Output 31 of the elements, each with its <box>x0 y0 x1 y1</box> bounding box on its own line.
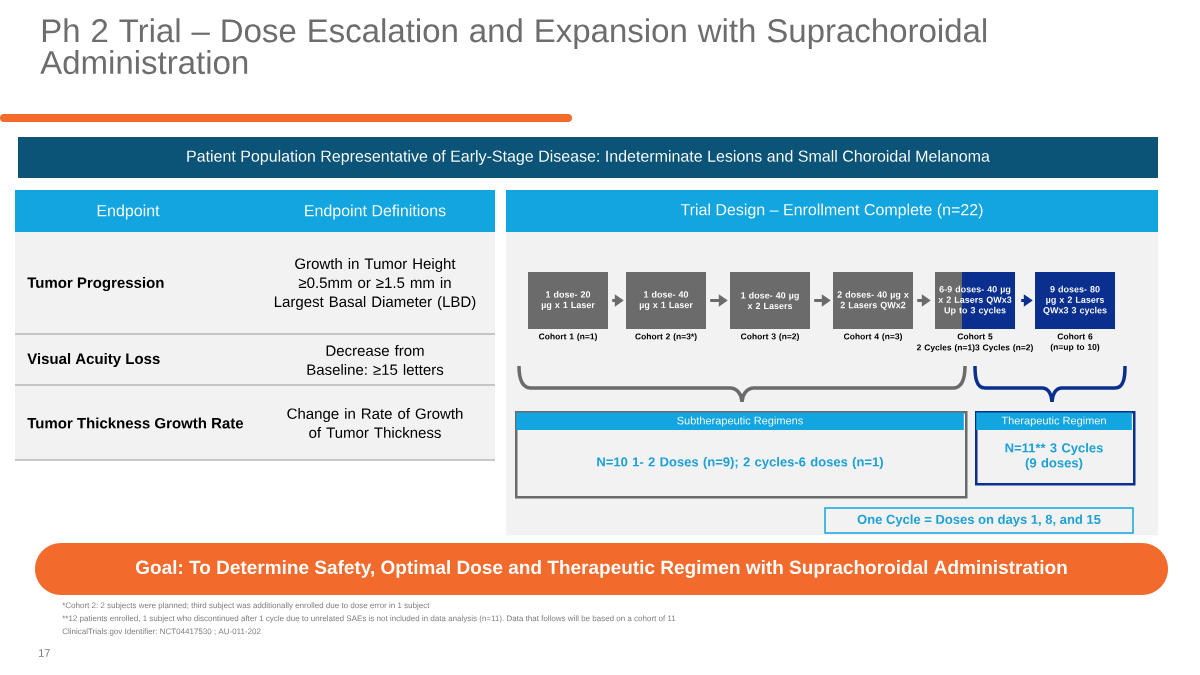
cohort-box: 1 dose- 20 µg x 1 Laser <box>528 272 608 329</box>
cohort-label: Cohort 5 <box>957 333 993 340</box>
cohort-box: 1 dose- 40 µg x 1 Laser <box>626 272 706 329</box>
slide-title: Ph 2 Trial – Dose Escalation and Expansion with Suprachoroidal Administration <box>40 18 986 75</box>
row-label: Tumor Thickness Growth Rate <box>27 417 244 429</box>
banner: Patient Population Representative of Early-Stage Disease: Indeterminate Lesions and Small Choroidal Melanoma <box>18 137 1158 178</box>
regimen-box: Subtherapeutic Regimens N=10 1- 2 Doses (n=9); 2 cycles-6 doses (n=1) <box>515 411 968 499</box>
label: Endpoint <box>97 204 160 220</box>
cohort-label: Cohort 1 (n=1) <box>538 333 597 342</box>
label: Endpoint Definitions <box>305 204 446 220</box>
page-number: 17 <box>39 649 50 657</box>
cohort-box: 1 dose- 40 µg x 2 Lasers <box>730 272 810 329</box>
cohort-box: 6-9 doses- 40 µg x 2 Lasers QWx3 Up to 3 cycles <box>935 272 1015 329</box>
definition-text: Growth in Tumor Height ≥0.5mm or ≥1.5 mm in Largest Basal Diameter (LBD) <box>274 258 476 310</box>
cohort-box: 9 doses- 80 µg x 2 Lasers QWx3 3 cycles <box>1035 272 1115 329</box>
row-label: Tumor Progression <box>27 277 164 292</box>
definition-text: Change in Rate of Growth of Tumor Thickness <box>287 408 463 438</box>
goal-banner: Goal: To Determine Safety, Optimal Dose and Therapeutic Regimen with Suprachoroidal Administration <box>35 543 1168 595</box>
regimen-box: Therapeutic Regimen N=11** 3 Cycles (9 doses) <box>975 411 1136 486</box>
note-box: One Cycle = Doses on days 1, 8, and 15 <box>824 507 1134 534</box>
cohort-label: Cohort 3 (n=2) <box>740 333 799 342</box>
cohort-label: 2 Cycles (n=1)3 Cycles (n=2) <box>916 344 1033 353</box>
row-label: Visual Acuity Loss <box>27 353 160 367</box>
table-header: Endpoint Endpoint Definitions <box>15 190 495 232</box>
footnote: ClinicalTrials.gov Identifier: NCT04417530 ; AU-011-202 <box>62 628 261 636</box>
cohort-label: Cohort 4 (n=3) <box>843 333 902 342</box>
cohort-box: 2 doses- 40 µg x 2 Lasers QWx2 <box>833 272 913 329</box>
cohort-label: Cohort 2 (n=3*) <box>635 333 697 342</box>
cohort-label: Cohort 6 (n=up to 10) <box>1050 333 1100 352</box>
definition-text: Decrease from Baseline: ≥15 letters <box>307 345 444 375</box>
footnote: **12 patients enrolled, 1 subject who discontinued after 1 cycle due to unrelated SAEs is not included in data analysis (n=11). Data that follows will be based on a cohort of 11 <box>62 615 676 623</box>
